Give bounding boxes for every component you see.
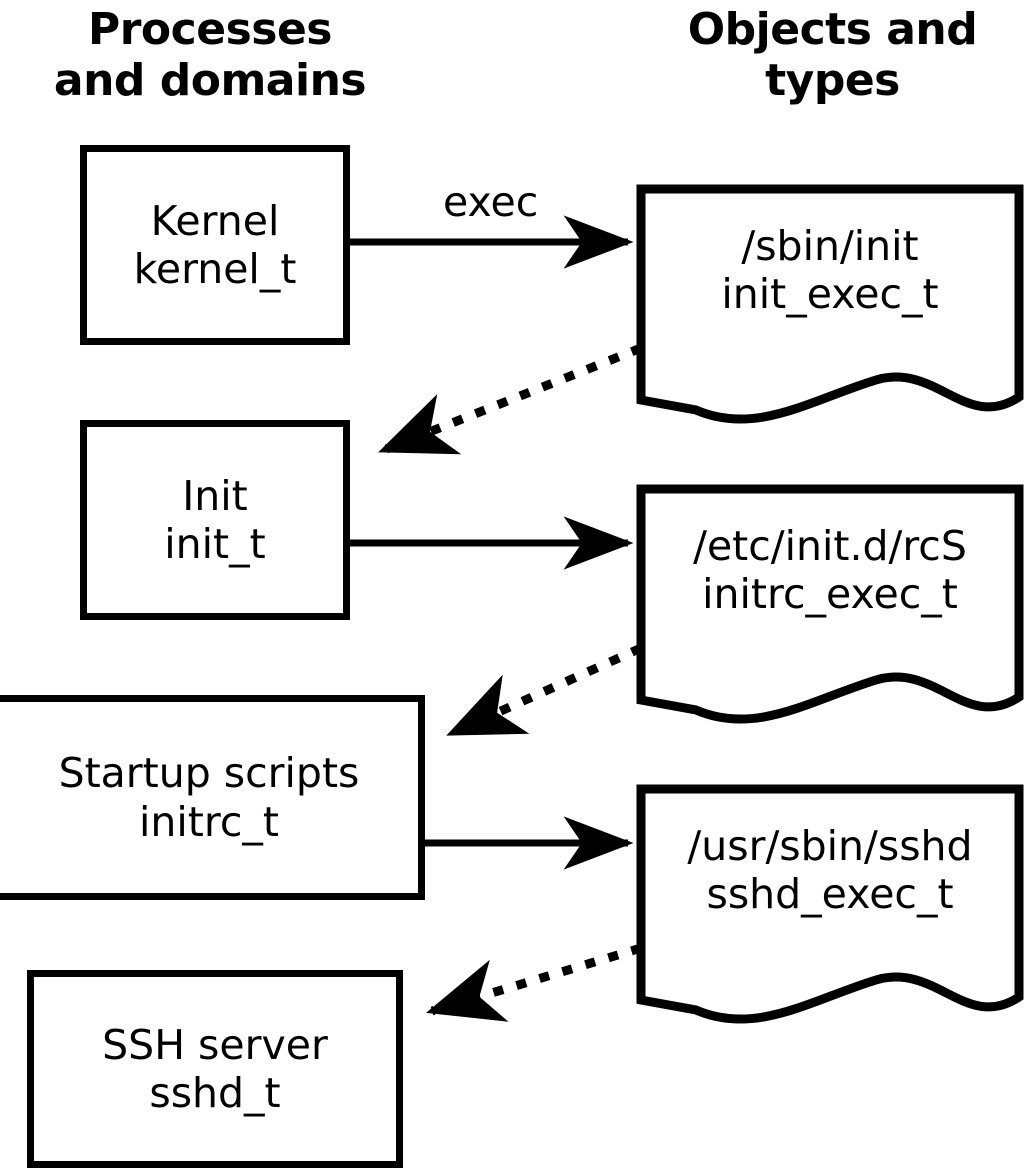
column-header-objects: Objects and types bbox=[687, 4, 978, 107]
column-header-processes: Processes and domains bbox=[53, 4, 367, 107]
edge-initrc_exec-initrc bbox=[446, 643, 643, 738]
process-node-startup-scripts-label: Startup scripts initrc_t bbox=[58, 749, 360, 846]
process-node-kernel-label: Kernel kernel_t bbox=[133, 196, 297, 293]
edge-init_exec-init bbox=[378, 343, 643, 455]
process-node-kernel[interactable]: Kernel kernel_t bbox=[80, 145, 350, 345]
object-node-initrc-exec[interactable] bbox=[636, 484, 1024, 734]
process-node-ssh-server-label: SSH server sshd_t bbox=[102, 1020, 328, 1117]
edge-sshd_exec-sshd bbox=[425, 943, 643, 1022]
edge-label-exec: exec bbox=[443, 178, 539, 226]
object-node-sshd-exec[interactable] bbox=[636, 784, 1024, 1034]
process-node-init-label: Init init_t bbox=[164, 471, 266, 568]
process-node-ssh-server[interactable]: SSH server sshd_t bbox=[27, 970, 403, 1168]
process-node-init[interactable]: Init init_t bbox=[80, 420, 350, 620]
process-node-startup-scripts[interactable]: Startup scripts initrc_t bbox=[0, 695, 425, 900]
object-node-init-exec[interactable] bbox=[636, 184, 1024, 434]
